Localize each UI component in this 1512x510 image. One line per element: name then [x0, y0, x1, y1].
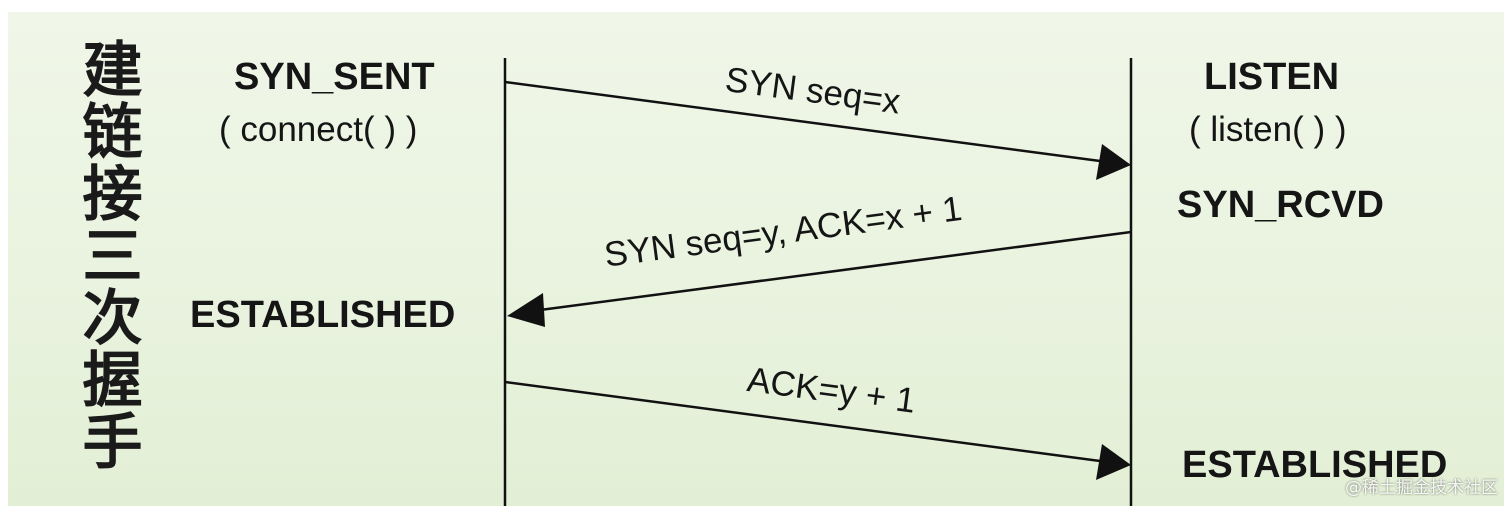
syn-arrow-line — [504, 80, 1101, 163]
client-state-syn-sent: SYN_SENT — [234, 56, 435, 98]
syn-ack-arrowhead — [507, 293, 545, 327]
diagram-title: 建链接三次握手 — [72, 38, 142, 472]
client-call-connect: ( connect( ) ) — [219, 110, 418, 149]
watermark: @稀土掘金技术社区 — [1345, 478, 1498, 498]
server-state-listen: LISTEN — [1204, 56, 1340, 98]
server-state-syn-rcvd: SYN_RCVD — [1177, 184, 1384, 226]
ack-arrow-line — [504, 380, 1101, 463]
ack-arrowhead — [1096, 444, 1131, 480]
syn-arrowhead — [1096, 144, 1131, 180]
server-state-established: ESTABLISHED — [1182, 444, 1448, 486]
diagram-background — [8, 12, 1504, 506]
client-state-established: ESTABLISHED — [190, 294, 456, 336]
syn-ack-arrow-line — [539, 230, 1132, 312]
server-call-listen: ( listen( ) ) — [1189, 110, 1347, 149]
